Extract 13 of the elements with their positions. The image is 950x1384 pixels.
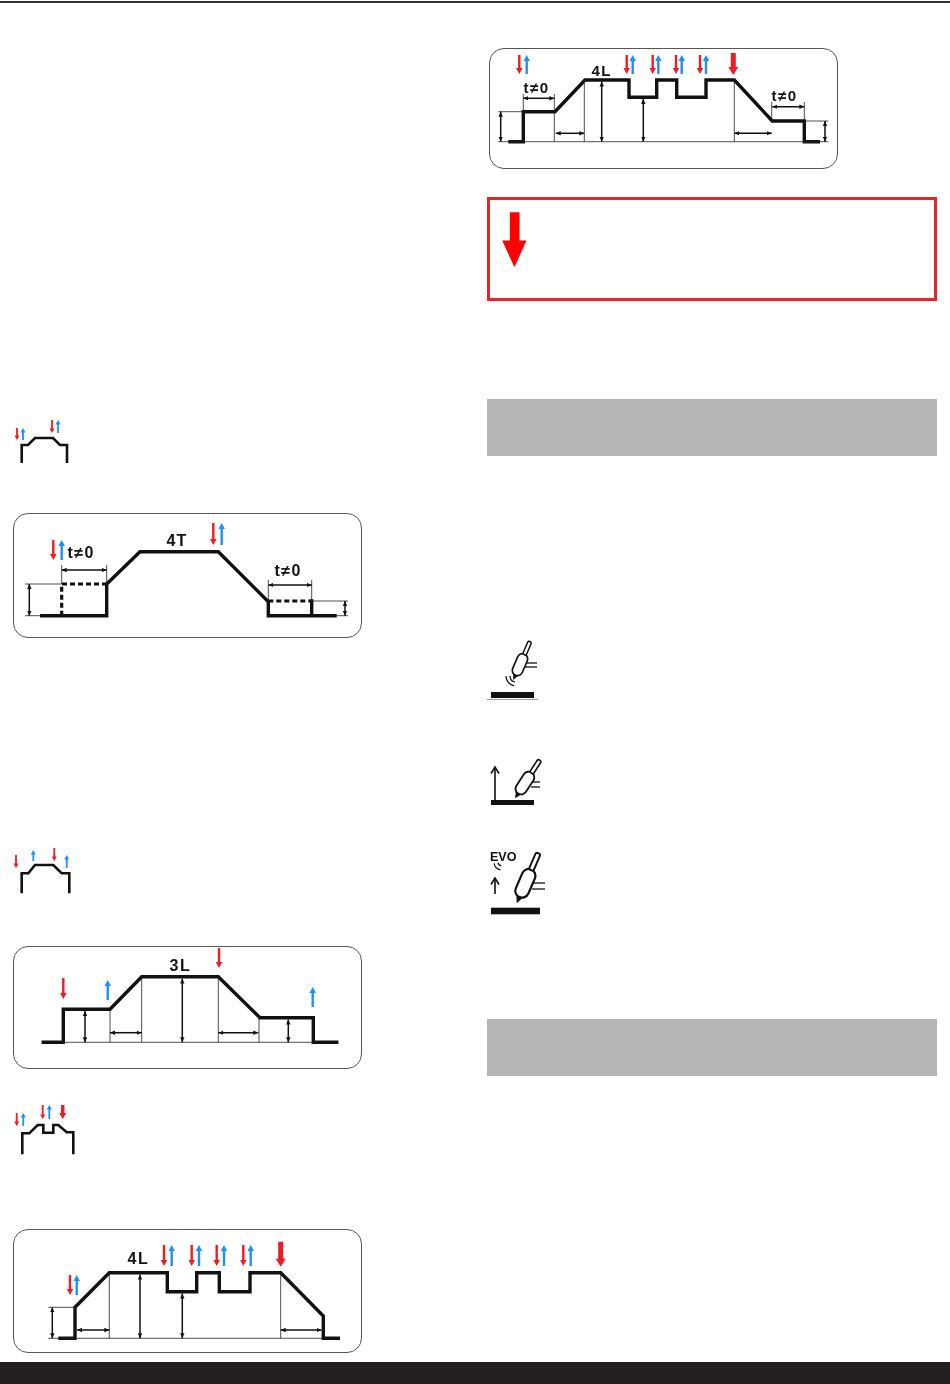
mode-label: 4L (591, 62, 612, 78)
waveform-panel (13, 1229, 362, 1353)
mode-label: 4T (166, 532, 188, 549)
icon-text: EVO (490, 851, 517, 864)
waveform-panel (489, 48, 838, 169)
mode-label: 3L (169, 957, 192, 974)
waveform-panel (13, 513, 362, 638)
time-label: t≠0 (274, 562, 302, 579)
time-label: t≠0 (771, 87, 798, 103)
mode-label: 4L (127, 1250, 150, 1267)
waveform-panel (13, 946, 362, 1069)
time-label: t≠0 (523, 79, 550, 95)
time-label: t≠0 (67, 544, 95, 561)
